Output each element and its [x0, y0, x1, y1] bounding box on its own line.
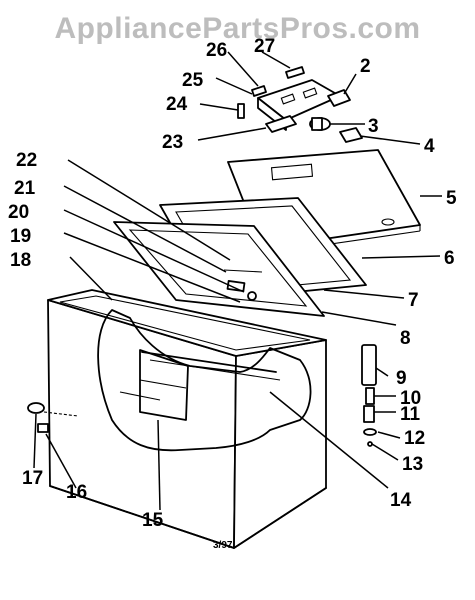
- watermark: AppliancePartsPros.com: [54, 12, 421, 45]
- diagram-date-code: 3/97: [213, 540, 233, 551]
- right-hinge-parts: [361, 344, 377, 447]
- callout-24: 24: [166, 94, 188, 115]
- callout-14: 14: [390, 490, 412, 511]
- callout-27: 27: [254, 36, 275, 57]
- callout-2: 2: [360, 56, 371, 77]
- callout-22: 22: [16, 150, 37, 171]
- callout-11: 11: [400, 404, 421, 425]
- freezer-cabinet: [47, 289, 327, 549]
- callout-23: 23: [162, 132, 183, 153]
- callout-9: 9: [396, 368, 407, 389]
- callout-5: 5: [446, 188, 457, 209]
- callout-26: 26: [206, 40, 227, 61]
- callout-6: 6: [444, 248, 455, 269]
- callout-10: 10: [400, 388, 421, 409]
- leveling-feet: [27, 402, 79, 433]
- callout-12: 12: [404, 428, 425, 449]
- callout-labels: 2 3 4 5 6 7 8 9 10 11 12 13 14 15 16 17 …: [8, 36, 457, 531]
- callout-17: 17: [22, 468, 43, 489]
- callout-13: 13: [402, 454, 423, 475]
- callout-8: 8: [400, 328, 411, 349]
- callout-18: 18: [10, 250, 31, 271]
- callout-7: 7: [408, 290, 419, 311]
- hinge-bracket-assembly: [237, 66, 363, 143]
- callout-25: 25: [182, 70, 204, 91]
- callout-19: 19: [10, 226, 31, 247]
- callout-15: 15: [142, 510, 164, 531]
- leader-lines: [33, 51, 442, 511]
- callout-16: 16: [66, 482, 87, 503]
- callout-4: 4: [424, 136, 435, 157]
- callout-21: 21: [14, 178, 36, 199]
- callout-3: 3: [368, 116, 379, 137]
- callout-20: 20: [8, 202, 29, 223]
